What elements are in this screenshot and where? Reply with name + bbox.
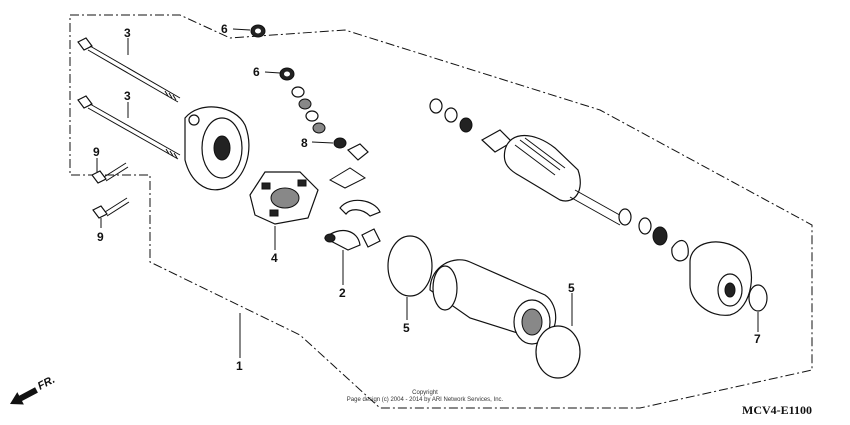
short-bolt-lower	[92, 197, 130, 219]
callout-nut-top: 6	[221, 22, 228, 36]
callout-terminal: 2	[339, 286, 346, 300]
armature	[480, 129, 626, 226]
copyright-line1: Copyright	[412, 390, 438, 396]
assembly-boundary	[69, 14, 813, 409]
callout-nut-second: 6	[253, 65, 260, 79]
leader-lines	[96, 28, 759, 358]
motor-case	[429, 259, 557, 345]
o-ring-left	[387, 235, 433, 297]
rear-cover	[184, 106, 250, 191]
callout-brush-holder: 4	[271, 251, 278, 265]
callout-o-ring-right: 5	[568, 281, 575, 295]
direction-label: FR.	[36, 374, 57, 393]
nut-top	[250, 24, 266, 38]
long-bolt-upper	[77, 37, 181, 103]
diagram-code: MCV4-E1100	[742, 403, 812, 417]
washers-upper	[429, 98, 473, 133]
washers-lower	[618, 208, 689, 262]
terminal-set	[323, 143, 381, 251]
snap-ring	[748, 284, 768, 312]
callout-assembly: 1	[236, 359, 243, 373]
short-bolt-upper	[91, 162, 129, 184]
callout-short-bolt-lower: 9	[97, 230, 104, 244]
callout-snap-ring: 7	[754, 332, 761, 346]
long-bolt-lower	[77, 95, 181, 160]
callout-bolt-upper: 3	[124, 26, 131, 40]
front-bracket	[689, 241, 753, 316]
front-direction-arrow-icon	[10, 387, 38, 405]
callout-short-bolt-upper: 9	[93, 145, 100, 159]
callout-o-ring-left: 5	[403, 321, 410, 335]
callout-washer: 8	[301, 136, 308, 150]
brush-holder	[249, 171, 319, 225]
nut-second	[279, 67, 295, 81]
washer-stack	[291, 86, 347, 149]
callout-bolt-lower: 3	[124, 89, 131, 103]
copyright-line2: Page design (c) 2004 - 2014 by ARI Netwo…	[347, 397, 504, 403]
o-ring-right	[535, 325, 581, 379]
